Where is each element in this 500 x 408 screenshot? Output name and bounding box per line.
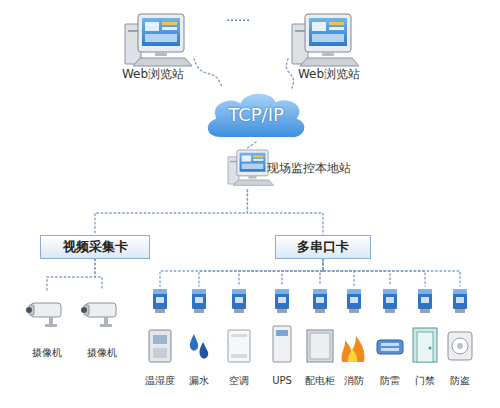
node-label: 摄像机 (32, 347, 62, 359)
device-node: 消防 (337, 286, 371, 386)
cloud-outline (207, 93, 306, 138)
card-box: 多串口卡 (275, 235, 371, 259)
node-label: 现场监控本地站 (267, 162, 351, 176)
converter-modules (153, 289, 467, 313)
computer-icon (292, 14, 359, 66)
web-station: Web浏览站 (112, 10, 194, 82)
device-node: 门禁 (408, 286, 442, 386)
device-node: 防盗 (443, 286, 477, 386)
dotted-connector (95, 259, 102, 290)
camera-node: 摄像机 (25, 290, 69, 358)
camera-node: 摄像机 (80, 290, 124, 358)
node-label: 消防 (344, 375, 364, 387)
dotted-connector (323, 259, 425, 286)
dotted-connector (194, 59, 222, 88)
dotted-connector (199, 259, 323, 286)
device-node: 漏水 (182, 286, 216, 386)
dotted-connector (247, 142, 256, 148)
device-node: 防雷 (373, 286, 407, 386)
device-node: 温湿度 (143, 286, 177, 386)
web-station: Web浏览站 (288, 10, 370, 82)
dotted-connector (239, 259, 323, 286)
computer-icon (228, 150, 274, 185)
device-node: 配电柜 (303, 286, 337, 386)
device-icons (149, 326, 472, 362)
dotted-connector (323, 259, 460, 286)
camera-icon (81, 303, 116, 327)
device-node: UPS (265, 286, 299, 386)
dotted-connector (323, 259, 390, 286)
ellipsis-label: …… (226, 10, 250, 24)
dotted-connector (95, 190, 247, 235)
node-label: 漏水 (189, 375, 209, 387)
dotted-connector (286, 59, 293, 88)
node-label: 视频采集卡 (63, 240, 128, 255)
node-label: Web浏览站 (298, 68, 360, 82)
node-label: 温湿度 (145, 375, 175, 387)
network-cloud: TCP/IP (200, 88, 312, 142)
camera-icon (26, 303, 61, 327)
node-label: TCP/IP (228, 105, 284, 126)
node-label: 多串口卡 (297, 240, 349, 255)
card-box: 视频采集卡 (40, 235, 150, 259)
dotted-connector (323, 259, 354, 286)
node-label: 空调 (229, 375, 249, 387)
node-label: 防盗 (450, 375, 470, 387)
node-label: 防雷 (380, 375, 400, 387)
node-label: Web浏览站 (122, 68, 184, 82)
node-label: 摄像机 (87, 347, 117, 359)
dotted-connector (282, 259, 323, 286)
computer-icon (125, 14, 192, 66)
node-label: UPS (272, 375, 292, 387)
dotted-connector (160, 259, 323, 286)
local-station: 现场监控本地站 (225, 148, 365, 190)
dotted-connector (47, 259, 95, 290)
device-node: 空调 (222, 286, 256, 386)
dotted-connector (247, 190, 323, 235)
node-label: 门禁 (415, 375, 435, 387)
node-label: 配电柜 (305, 375, 335, 387)
